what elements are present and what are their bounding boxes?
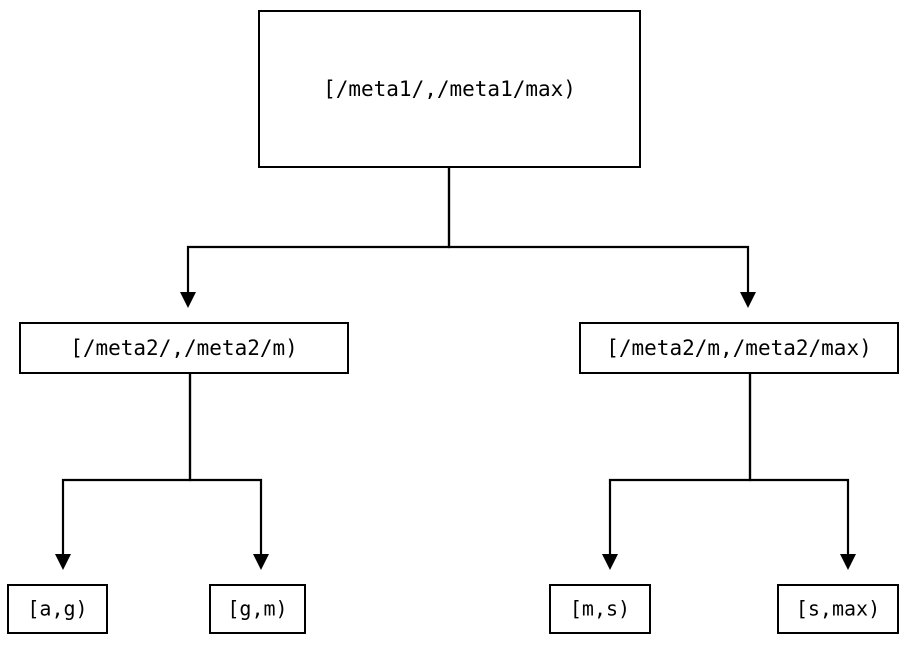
node-leaf-1-box [7,584,108,634]
edge-mid-left-to-leaf-2 [188,373,269,570]
node-root-box [258,10,641,168]
node-mid-left-label: [/meta2/,/meta2/m) [70,336,298,360]
node-leaf-3[interactable]: [m,s) [549,584,651,634]
edge-root-to-mid-right [447,167,756,308]
arrowhead-icon [602,554,618,570]
arrowhead-icon [740,292,756,308]
node-leaf-1-label: [a,g) [27,597,87,621]
node-leaf-2-box [209,584,306,634]
node-leaf-3-box [549,584,651,634]
edge-mid-right-to-leaf-4 [748,373,856,570]
node-root-label: [/meta1/,/meta1/max) [323,77,576,101]
node-leaf-2[interactable]: [g,m) [209,584,306,634]
node-leaf-1[interactable]: [a,g) [7,584,108,634]
node-mid-left-box [19,322,349,374]
arrowhead-icon [55,554,71,570]
node-leaf-3-label: [m,s) [570,597,630,621]
edge-mid-left-to-leaf-1 [55,373,192,570]
node-leaf-2-label: [g,m) [227,597,287,621]
node-mid-right-box [579,322,899,374]
node-mid-right[interactable]: [/meta2/m,/meta2/max) [579,322,899,374]
node-mid-right-label: [/meta2/m,/meta2/max) [606,336,872,360]
edge-mid-right-to-leaf-3 [602,373,752,570]
arrowhead-icon [840,554,856,570]
edge-line [61,373,192,558]
edge-line [186,167,451,296]
edge-root-to-mid-left [180,167,451,308]
node-leaf-4[interactable]: [s,max) [777,584,899,634]
node-root[interactable]: [/meta1/,/meta1/max) [258,10,641,168]
arrowhead-icon [253,554,269,570]
node-leaf-4-box [777,584,899,634]
edge-line [608,373,752,558]
edge-line [748,373,850,558]
arrowhead-icon [180,292,196,308]
node-leaf-4-label: [s,max) [796,597,880,621]
node-mid-left[interactable]: [/meta2/,/meta2/m) [19,322,349,374]
edge-line [188,373,263,558]
edge-line [447,167,750,296]
